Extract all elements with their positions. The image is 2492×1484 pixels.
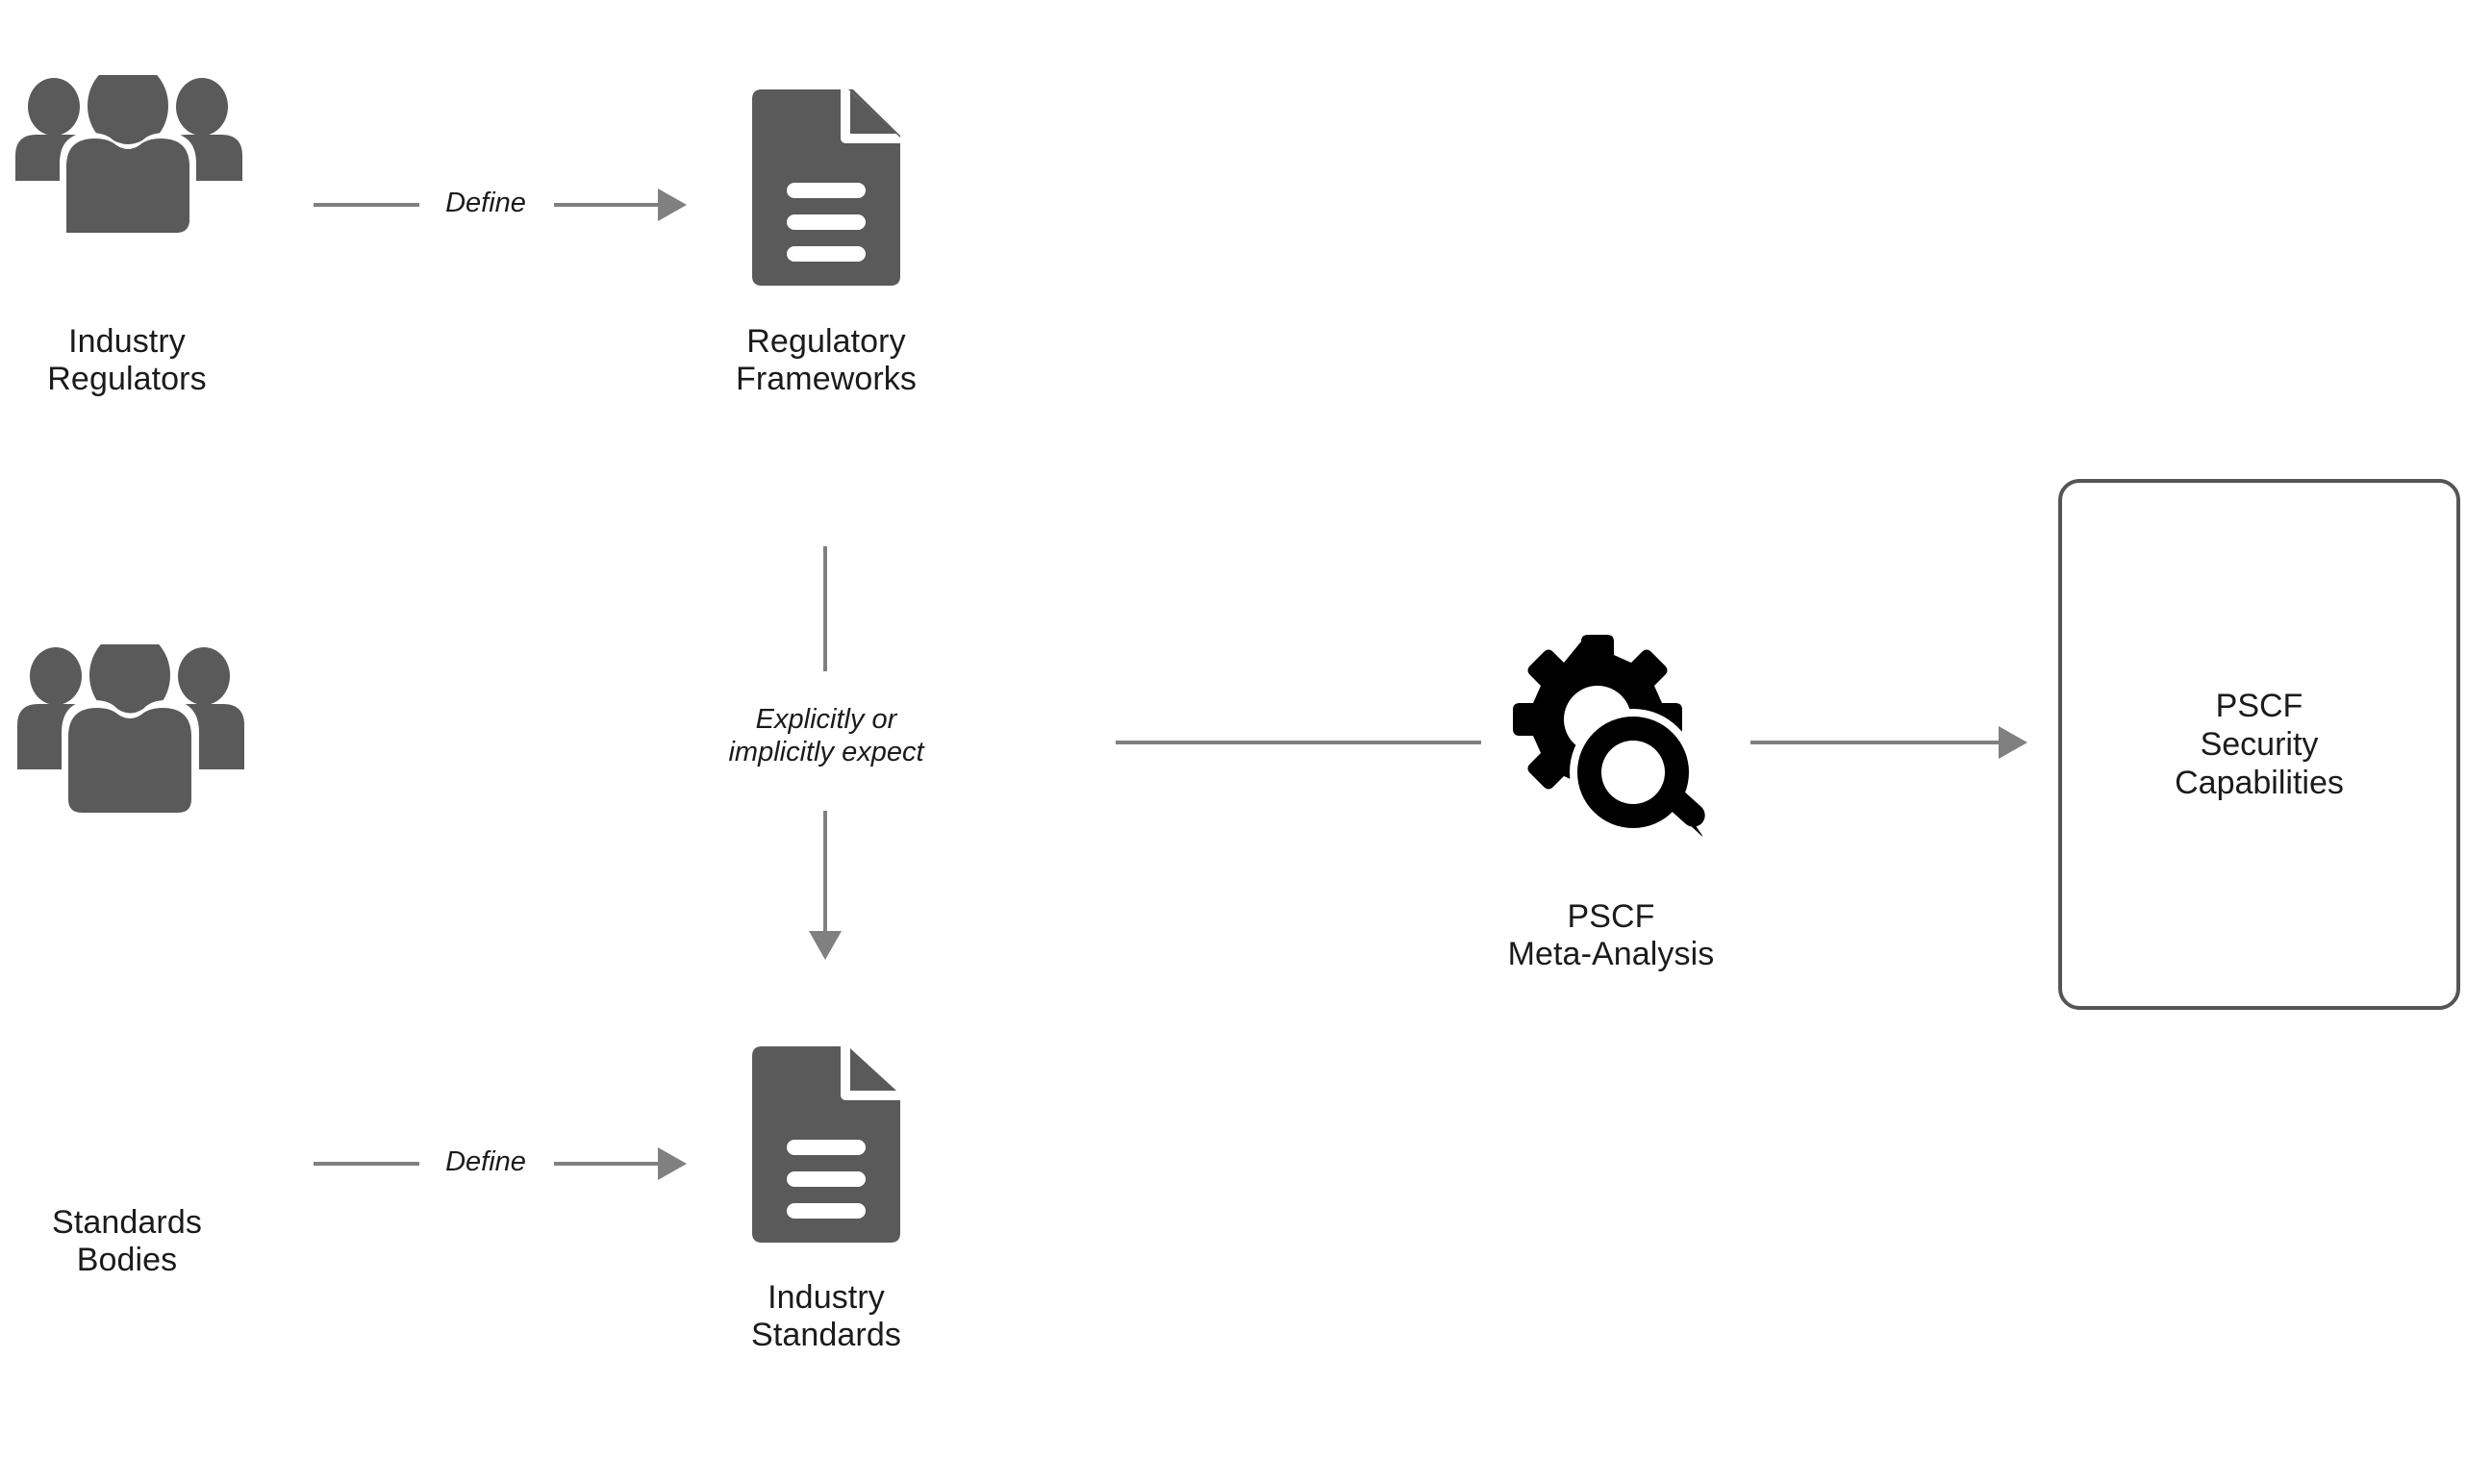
pscf-security-capabilities-box[interactable]: PSCF Security Capabilities	[2058, 479, 2460, 1010]
node-label-industry-regulators: Industry Regulators	[47, 323, 207, 398]
edge-line-expect-upper	[823, 546, 827, 671]
edge-line-inputs-to-meta-analysis	[1116, 741, 1481, 744]
edge-line-define-top-left	[314, 203, 419, 207]
capability-box-label: PSCF Security Capabilities	[2175, 687, 2344, 802]
people-group-icon-body	[13, 156, 244, 233]
edge-arrowhead-meta-to-capabilities	[1999, 726, 2027, 759]
edge-arrowhead-expect	[809, 931, 842, 960]
edge-arrowhead-define-bottom	[658, 1147, 687, 1180]
edge-line-expect-lower	[823, 811, 827, 934]
people-group-icon-standards-bodies	[15, 631, 246, 813]
edge-line-define-top-right	[554, 203, 660, 207]
edge-line-define-bottom-left	[314, 1162, 419, 1166]
edge-label-define-top: Define	[445, 188, 526, 218]
node-label-industry-standards: Industry Standards	[751, 1279, 901, 1354]
document-icon	[752, 89, 900, 286]
edge-label-define-bottom: Define	[445, 1146, 526, 1177]
edge-label-expect: Explicitly or implicitly expect	[728, 704, 924, 768]
node-label-standards-bodies-text: Standards Bodies	[52, 1204, 202, 1279]
edge-arrowhead-define-top	[658, 189, 687, 221]
edge-line-define-bottom-right	[554, 1162, 660, 1166]
node-label-pscf-meta-analysis: PSCF Meta-Analysis	[1507, 898, 1715, 973]
edge-line-meta-to-capabilities	[1750, 741, 2001, 744]
gear-magnifier-icon	[1510, 630, 1707, 837]
document-icon	[752, 1046, 900, 1243]
node-label-regulatory-frameworks: Regulatory Frameworks	[735, 323, 918, 398]
